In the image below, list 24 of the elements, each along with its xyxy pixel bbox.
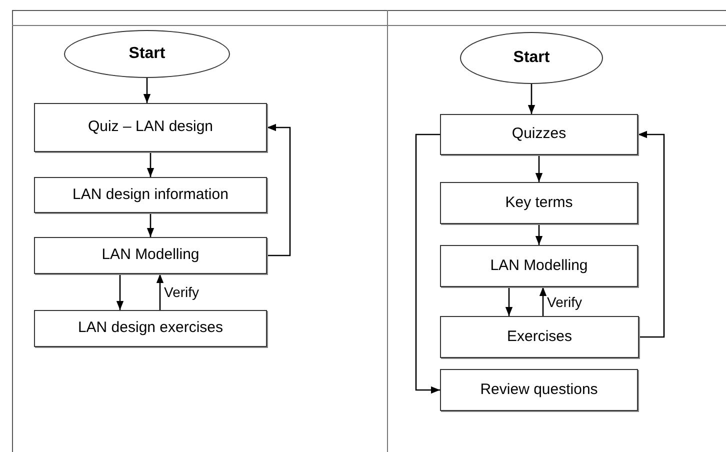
process-box: LAN Modelling (440, 245, 638, 287)
process-box: Quiz – LAN design (34, 103, 267, 152)
arrow (143, 78, 151, 103)
arrow (638, 130, 665, 338)
arrow (267, 124, 291, 256)
process-box: Key terms (440, 182, 638, 224)
arrow (116, 274, 124, 310)
arrow (415, 134, 440, 394)
process-box: Review questions (440, 369, 638, 411)
start-ellipse: Start (460, 32, 603, 84)
arrow (528, 84, 536, 114)
process-box: Exercises (440, 316, 639, 358)
arrow (156, 274, 164, 310)
arrow (146, 152, 154, 177)
process-box: LAN Modelling (34, 237, 267, 274)
arrow (535, 224, 543, 245)
arrow (505, 287, 513, 316)
process-box: LAN design information (34, 177, 267, 213)
start-ellipse: Start (64, 30, 230, 78)
arrow (535, 155, 543, 182)
arrow (539, 287, 547, 316)
process-box: LAN design exercises (34, 310, 267, 347)
arrow (146, 213, 154, 237)
process-box: Quizzes (440, 114, 638, 155)
